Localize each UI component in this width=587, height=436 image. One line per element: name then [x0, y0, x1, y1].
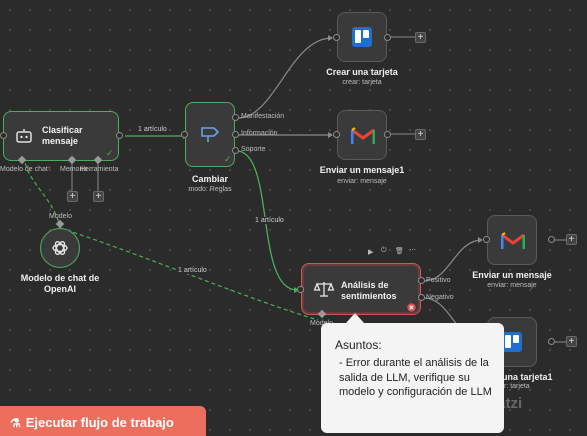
output-handle[interactable]	[116, 132, 123, 139]
input-handle[interactable]	[0, 132, 7, 139]
send-message1-node[interactable]	[337, 110, 387, 160]
tooltip-body: - Error durante el análisis de la salida…	[339, 357, 492, 398]
input-handle[interactable]	[297, 286, 304, 293]
port-label-chat-model: Modelo de chat*	[0, 166, 51, 173]
input-handle[interactable]	[333, 131, 340, 138]
create-card-subtitle: crear: tarjeta	[342, 79, 382, 86]
edge-arrow	[328, 35, 333, 41]
edge-switch-trello	[237, 37, 333, 119]
output-handle[interactable]	[384, 131, 391, 138]
output-handle[interactable]	[232, 147, 239, 154]
route-sign-icon	[201, 127, 220, 142]
run-workflow-button[interactable]: ⚗ Ejecutar flujo de trabajo	[0, 406, 206, 436]
create-card1-title: una tarjeta1	[502, 372, 553, 382]
add-node-button[interactable]: +	[415, 129, 426, 140]
output-label: Información	[241, 130, 278, 137]
issues-tooltip: Asuntos: - Error durante el análisis de …	[321, 323, 504, 433]
power-icon[interactable]: ⏻	[381, 247, 387, 254]
trello-icon	[502, 332, 522, 352]
port-label-tool: Herramienta	[80, 166, 119, 173]
output-label: Positivo	[426, 277, 451, 284]
classify-title-line1: Clasificar	[42, 125, 83, 135]
openai-title-line1: Modelo de chat de	[20, 273, 100, 283]
trash-icon[interactable]: 🗑	[395, 248, 404, 255]
port-label-memory: Memoria	[60, 166, 88, 173]
send-message1-subtitle: enviar: mensaje	[337, 178, 387, 185]
gmail-icon	[501, 232, 525, 249]
send-message-subtitle: enviar: mensaje	[487, 282, 537, 289]
openai-title-line2: OpenAI	[43, 284, 76, 294]
create-card1-subtitle: r: tarjeta	[504, 383, 530, 390]
switch-node[interactable]: ✓	[185, 102, 235, 167]
check-icon: ✓	[224, 154, 232, 164]
robot-icon	[16, 129, 32, 143]
port-label-model: Modelo	[310, 320, 333, 327]
switch-title: Cambiar	[191, 174, 228, 184]
sentiment-title-line1: Análisis de	[341, 280, 389, 290]
output-handle[interactable]	[232, 131, 239, 138]
error-icon	[407, 303, 416, 312]
create-card-title: Crear una tarjeta	[326, 67, 398, 77]
output-handle[interactable]	[418, 277, 425, 284]
check-icon: ✓	[106, 148, 114, 158]
send-message-title: Enviar un mensaje	[472, 270, 552, 280]
play-icon[interactable]: ▶	[368, 249, 374, 256]
edge-label: 1 artículo	[177, 267, 208, 274]
classify-title-line2: mensaje	[42, 136, 79, 146]
gmail-icon	[351, 127, 375, 144]
output-label: Manifestación	[241, 113, 285, 120]
switch-subtitle: modo: Reglas	[188, 186, 232, 193]
add-tool-button[interactable]: +	[93, 191, 104, 202]
scales-icon	[314, 282, 334, 297]
output-label: Negativo	[426, 294, 454, 301]
send-message-node[interactable]	[487, 215, 537, 265]
output-handle[interactable]	[548, 338, 555, 345]
input-handle[interactable]	[181, 131, 188, 138]
openai-chat-model-node[interactable]	[40, 228, 80, 268]
add-node-button[interactable]: +	[566, 234, 577, 245]
edge-sentiment-gmail2	[423, 239, 483, 282]
more-icon[interactable]: ⋯	[409, 247, 416, 254]
output-handle[interactable]	[232, 114, 239, 121]
add-node-button[interactable]: +	[566, 336, 577, 347]
port-label-model: Modelo	[49, 213, 72, 220]
edge-arrow	[328, 132, 333, 138]
sentiment-title-line2: sentimientos	[341, 291, 397, 301]
output-handle[interactable]	[384, 34, 391, 41]
tooltip-arrow	[346, 313, 364, 323]
openai-icon	[52, 241, 68, 255]
create-card-node[interactable]	[337, 12, 387, 62]
trello-icon	[352, 27, 372, 47]
input-handle[interactable]	[333, 34, 340, 41]
flask-icon: ⚗	[10, 416, 21, 430]
edge-openai-sentiment	[59, 227, 319, 321]
edge-label: 1 artículo	[254, 217, 285, 224]
add-memory-button[interactable]: +	[67, 191, 78, 202]
tooltip-title: Asuntos:	[335, 338, 382, 352]
send-message1-title: Enviar un mensaje1	[319, 165, 405, 175]
edge-arrow	[478, 237, 483, 243]
edge-arrow	[294, 287, 299, 293]
add-node-button[interactable]: +	[415, 32, 426, 43]
edge-label: 1 artículo	[137, 126, 168, 133]
output-handle[interactable]	[548, 236, 555, 243]
run-workflow-label: Ejecutar flujo de trabajo	[25, 415, 174, 430]
input-handle[interactable]	[483, 236, 490, 243]
sentiment-analysis-node[interactable]	[301, 263, 421, 315]
output-label: Soporte	[241, 146, 266, 153]
output-handle[interactable]	[418, 294, 425, 301]
